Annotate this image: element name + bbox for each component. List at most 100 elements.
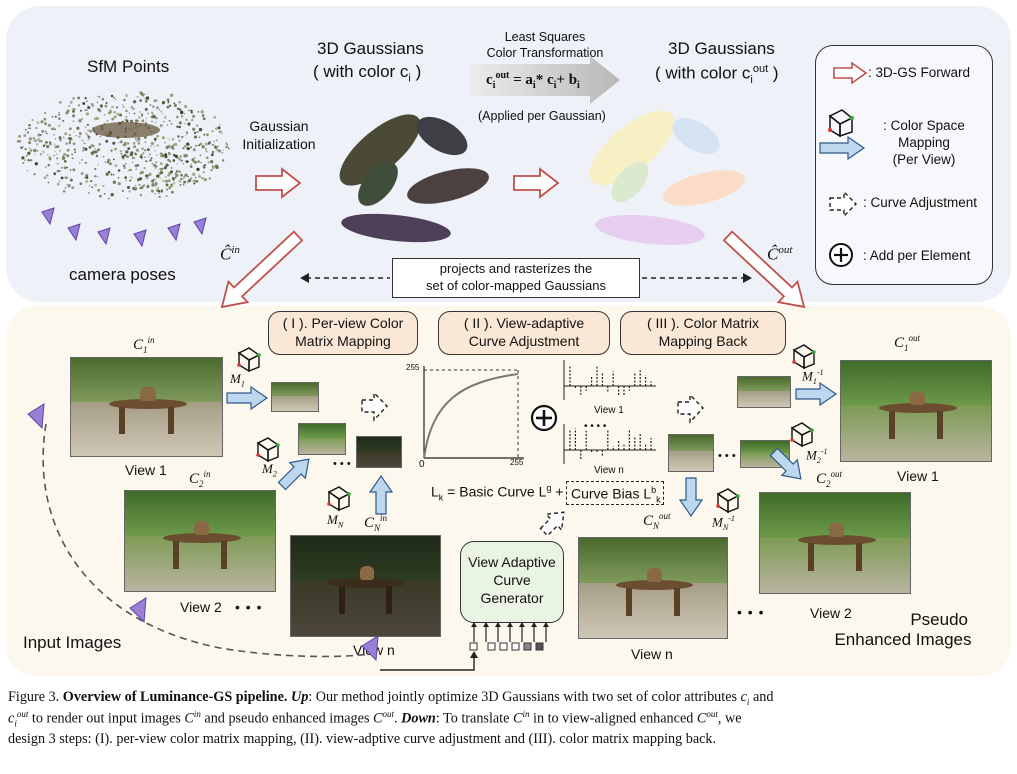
curve-bias-text: Curve Bias L xyxy=(571,485,652,502)
caption-line2: ciout to render out input images Cin and… xyxy=(8,708,742,729)
c1-in-sup: in xyxy=(147,335,155,345)
legend-color-space: : Color Space Mapping (Per View) xyxy=(866,118,982,169)
input-ellipsis-1: • • • xyxy=(235,599,263,615)
caption-line3: design 3 steps: (I). per-view color matr… xyxy=(8,731,717,748)
m2-inv-blue-arrow xyxy=(769,447,802,480)
input-image-view1 xyxy=(70,357,223,457)
lsq-applied: (Applied per Gaussian) xyxy=(478,109,606,123)
caption-cin-sup: in xyxy=(193,708,201,719)
c-in-hat: Ĉ xyxy=(220,244,232,264)
projects-dashed-arrows xyxy=(300,273,752,283)
projects-note-line1: projects and rasterizes the xyxy=(439,261,593,276)
curve-bias-sup: b xyxy=(651,485,657,495)
m2-inv-sup: -1 xyxy=(820,447,828,456)
axis-255-right: 255 xyxy=(510,458,524,467)
generator-line2: Curve xyxy=(493,572,531,589)
output-viewn-label: View n xyxy=(631,646,673,662)
step-2-line1: ( II ). View-adaptive xyxy=(463,315,585,331)
mapped-ellipsis: • • • xyxy=(333,458,351,470)
output-ellipsis: • • • xyxy=(737,604,765,620)
m1-cube-icon xyxy=(237,347,261,373)
mn-sub: N xyxy=(337,520,344,530)
m2-label: M2 xyxy=(262,461,277,479)
step-1-line2: Matrix Mapping xyxy=(295,332,391,349)
light-gaussians xyxy=(589,110,745,246)
generator-line1: View Adaptive xyxy=(468,554,556,570)
figure-caption: Figure 3. Overview of Luminance-GS pipel… xyxy=(8,688,1011,749)
legend-cube-icon xyxy=(828,109,854,138)
adjusted-ellipsis: • • • xyxy=(718,450,736,462)
caption-fig: Figure 3. xyxy=(8,689,60,705)
gauss-right-sub-sup: out xyxy=(752,63,769,75)
m2-blue-arrow xyxy=(277,458,310,491)
cn-in-sup: in xyxy=(380,513,388,523)
caption-ci2-sub: i xyxy=(14,718,17,729)
m1-inv-cube-icon xyxy=(792,344,816,370)
m1-blue-arrow xyxy=(226,385,269,411)
curve-adjust-arrow-left xyxy=(361,391,388,422)
caption-cout2-sup: out xyxy=(706,708,718,719)
adjusted-thumb-view1 xyxy=(737,376,791,408)
m1-letter: M xyxy=(230,371,241,386)
caption-ci: c xyxy=(740,689,747,705)
adjusted-thumb-viewn xyxy=(668,434,714,472)
m1-inv-sub: 1 xyxy=(812,376,817,386)
c-in-hat-sup: in xyxy=(231,244,240,256)
bias-histogram-view1 xyxy=(563,360,656,400)
gauss-left-subtitle: ( with color ci ) xyxy=(313,62,422,84)
dark-gaussians xyxy=(339,114,489,243)
mn-inv-blue-arrow-down xyxy=(678,477,704,518)
caption-ci2-sup: out xyxy=(16,708,29,719)
caption-t1: : Our method jointly optimize 3D Gaussia… xyxy=(308,689,741,705)
cn-out-sub: N xyxy=(653,521,660,531)
legend-add: : Add per Element xyxy=(863,248,971,263)
c1-out-label: C1out xyxy=(894,333,920,354)
axis-255-top: 255 xyxy=(406,363,420,372)
c1-out-letter: C xyxy=(894,335,905,351)
m1-sub: 1 xyxy=(240,379,245,389)
gauss-right-title: 3D Gaussians xyxy=(668,39,775,58)
add-element-icon xyxy=(530,404,558,432)
lk-g-sup: g xyxy=(546,483,552,493)
legend-forward-icon xyxy=(833,61,868,85)
caption-down: Down xyxy=(401,710,436,727)
c2-out-label: C2out xyxy=(816,469,842,490)
lsq-label: Least Squares Color Transformation xyxy=(480,30,610,61)
c2-in-sub: 2 xyxy=(199,479,204,489)
lsq-line2: Color Transformation xyxy=(486,45,604,60)
legend-curve-icon xyxy=(829,190,857,218)
projects-note-line2: set of color-mapped Gaussians xyxy=(426,277,606,293)
caption-cin-2: C xyxy=(512,710,523,727)
cn-in-sub: N xyxy=(374,523,381,533)
forward-arrow-2 xyxy=(513,167,560,199)
output-view2-label: View 2 xyxy=(810,605,852,621)
lk-basic-curve: = Basic Curve L xyxy=(443,483,547,500)
caption-t2: to render out input images xyxy=(28,710,185,727)
gaussian-init-line1: Gaussian xyxy=(249,118,309,134)
pseudo-line1: Pseudo xyxy=(910,610,968,629)
mn-blue-arrow-up xyxy=(368,474,394,515)
output-image-view1 xyxy=(840,360,992,462)
mapped-thumb-view1 xyxy=(271,382,319,412)
caption-up: Up xyxy=(290,689,309,705)
hist-dots: • • • • xyxy=(584,421,607,432)
gauss-left-sub-end: ) xyxy=(415,62,422,81)
caption-and: and xyxy=(749,689,774,705)
legend-forward: : 3D-GS Forward xyxy=(868,65,971,80)
step-2-line2: Curve Adjustment xyxy=(468,332,580,349)
gauss-left-sub-text: ( with color c xyxy=(313,62,409,81)
lk-equation: Lk = Basic Curve Lg + xyxy=(431,483,564,503)
output-image-viewn xyxy=(578,537,728,639)
m2-sub: 2 xyxy=(272,469,277,479)
mapped-thumb-view2 xyxy=(298,423,346,455)
c2-out-sub: 2 xyxy=(826,479,831,489)
input-view1-label: View 1 xyxy=(125,462,167,478)
curve-bias-sub: k xyxy=(656,494,661,505)
cn-out-letter: C xyxy=(643,513,654,529)
m1-inv-sup: -1 xyxy=(816,368,824,377)
generator-inputs xyxy=(380,622,549,671)
mn-letter: M xyxy=(327,512,338,527)
m2-letter: M xyxy=(262,461,273,476)
legend-add-icon xyxy=(829,243,853,267)
curve-plot xyxy=(423,366,524,459)
